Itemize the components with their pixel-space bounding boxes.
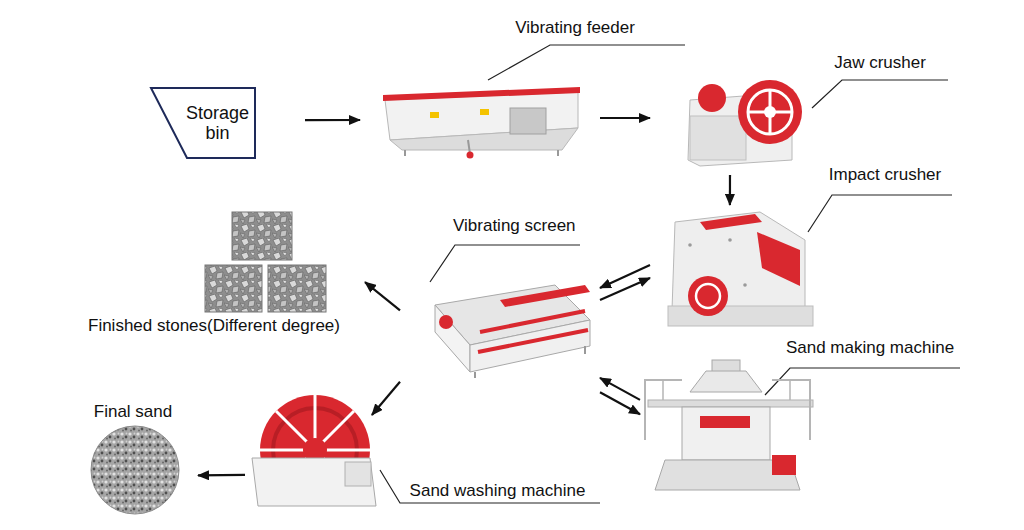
warning-plate: [480, 109, 489, 115]
flow-arrow: [600, 278, 650, 300]
screen-leg: [474, 372, 476, 378]
feeder-leg: [557, 150, 559, 156]
vsi-motor: [772, 455, 796, 475]
machine-node: Impact crusher: [650, 205, 820, 330]
product-node: Final sand: [80, 425, 198, 515]
flywheel-ring: [748, 90, 792, 134]
screen-end: [435, 305, 470, 372]
sand-sample: [91, 426, 179, 514]
flow-arrow: [372, 382, 400, 415]
node-label: Vibrating feeder: [495, 18, 655, 38]
jaw-front-plate: [690, 116, 746, 160]
flow-arrow: [600, 265, 650, 288]
leader-line: [488, 45, 685, 80]
storage-bin: Storage bin: [150, 85, 305, 160]
node-label: Final sand: [78, 402, 188, 422]
flow-arrow: [600, 378, 640, 400]
screen-leg: [584, 346, 586, 354]
node-label: Storage bin: [180, 103, 255, 143]
feeder-leg: [404, 150, 406, 156]
stone-sample: [268, 265, 326, 312]
jaw-flywheel: [738, 80, 802, 144]
feeder-motor: [510, 108, 546, 134]
screen-rail: [478, 330, 588, 352]
leader-line: [765, 368, 960, 395]
machine-node: Sand making machine: [640, 370, 820, 500]
node-label: Impact crusher: [825, 165, 945, 185]
wash-tank: [252, 458, 376, 506]
impact-panel: [757, 232, 800, 286]
impact-top-strip: [700, 214, 762, 230]
node-label: Finished stones(Different degree): [64, 316, 364, 336]
node-label: Sand washing machine: [395, 481, 600, 501]
leader-line: [380, 470, 600, 503]
node-label: Vibrating screen: [453, 216, 573, 236]
railing: [662, 380, 664, 400]
vsi-top: [712, 360, 740, 372]
rivet: [688, 243, 692, 247]
warning-plate: [430, 112, 439, 118]
machine-node: Sand washing machine: [245, 415, 380, 510]
flow-arrow: [729, 175, 731, 205]
feeder-base: [390, 128, 578, 150]
stone-sample: [205, 265, 262, 312]
machine-node: Vibrating screen: [400, 270, 600, 400]
impact-wheel-ring: [696, 284, 720, 308]
node-label: Jaw crusher: [825, 53, 935, 73]
flow-arrow: [600, 392, 640, 414]
vsi-body: [682, 407, 770, 460]
rivet: [728, 238, 732, 242]
node-label: Sand making machine: [775, 338, 965, 358]
vsi-platform: [648, 400, 813, 407]
feeder-rim: [383, 87, 580, 101]
flow-arrow: [365, 282, 400, 310]
impact-base: [668, 306, 813, 326]
machine-node: Jaw crusher: [650, 75, 810, 175]
vsi-cone: [690, 371, 762, 392]
rivet: [743, 283, 747, 287]
flow-arrow: [600, 117, 650, 119]
railing: [645, 380, 682, 440]
bin-shape: [151, 88, 255, 158]
stone-sample: [232, 212, 292, 260]
leader-line: [808, 195, 952, 232]
screen-plate: [500, 285, 590, 307]
impact-wheel: [688, 276, 728, 316]
jaw-pulley: [698, 84, 726, 112]
vsi-band: [700, 416, 750, 428]
product-node: Finished stones(Different degree): [200, 205, 365, 320]
railing: [789, 380, 791, 400]
flow-arrow: [305, 119, 360, 121]
screen-rail: [480, 311, 585, 332]
railing: [772, 380, 810, 440]
flow-arrow: [198, 474, 245, 477]
leader-line: [812, 80, 948, 108]
wash-motor: [345, 462, 371, 486]
leader-line: [430, 245, 580, 282]
feeder-wheel: [467, 152, 474, 159]
screen-side: [470, 320, 590, 372]
flywheel-hub: [764, 106, 776, 118]
machine-node: Vibrating feeder: [360, 70, 600, 170]
screen-motor: [439, 315, 453, 329]
